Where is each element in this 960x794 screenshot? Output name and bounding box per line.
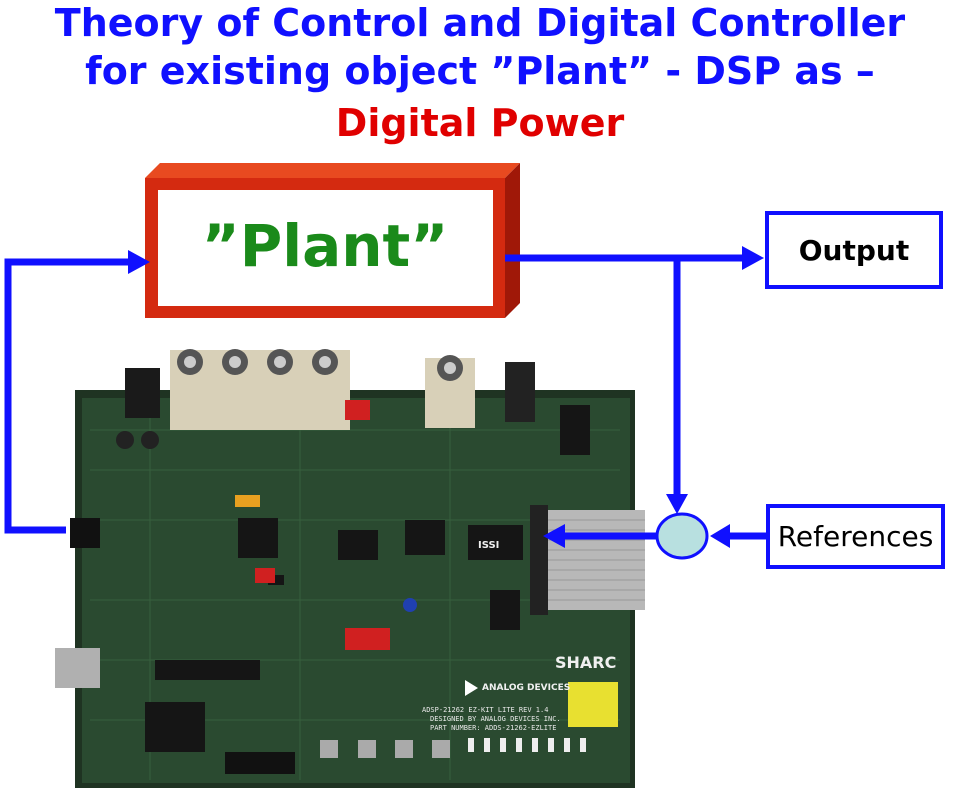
input-wire xyxy=(4,258,130,534)
board-model-text: ADSP-21262 EZ-KIT LITE REV 1.4 xyxy=(422,706,548,714)
plant-label: ”Plant” xyxy=(201,212,449,280)
output-label: Output xyxy=(798,233,910,267)
title-line-3: Digital Power xyxy=(335,101,625,145)
references-arrow-head xyxy=(710,524,730,548)
title-line-2: for existing object ”Plant” - DSP as – xyxy=(85,49,875,93)
sharc-logo: SHARC xyxy=(555,653,616,672)
input-arrow-head xyxy=(128,250,150,274)
plant-box xyxy=(145,163,520,318)
title-line-1: Theory of Control and Digital Controller xyxy=(54,1,906,45)
dsp-board-photo: ISSI xyxy=(55,338,645,788)
feedback-arrow-head xyxy=(666,494,688,514)
output-box: Output xyxy=(765,211,943,289)
chip-label: ISSI xyxy=(478,540,499,551)
brand-label: ANALOG DEVICES xyxy=(482,683,570,693)
board-part-text: PART NUMBER: ADDS-21262-EZLITE xyxy=(430,724,556,732)
references-label: References xyxy=(777,520,934,553)
output-arrow-head xyxy=(742,246,764,270)
references-box: References xyxy=(766,504,945,569)
error-arrow-head xyxy=(543,524,565,548)
feedback-wiring xyxy=(4,254,766,540)
board-designer-text: DESIGNED BY ANALOG DEVICES INC. xyxy=(430,715,561,723)
summing-junction xyxy=(655,512,709,560)
